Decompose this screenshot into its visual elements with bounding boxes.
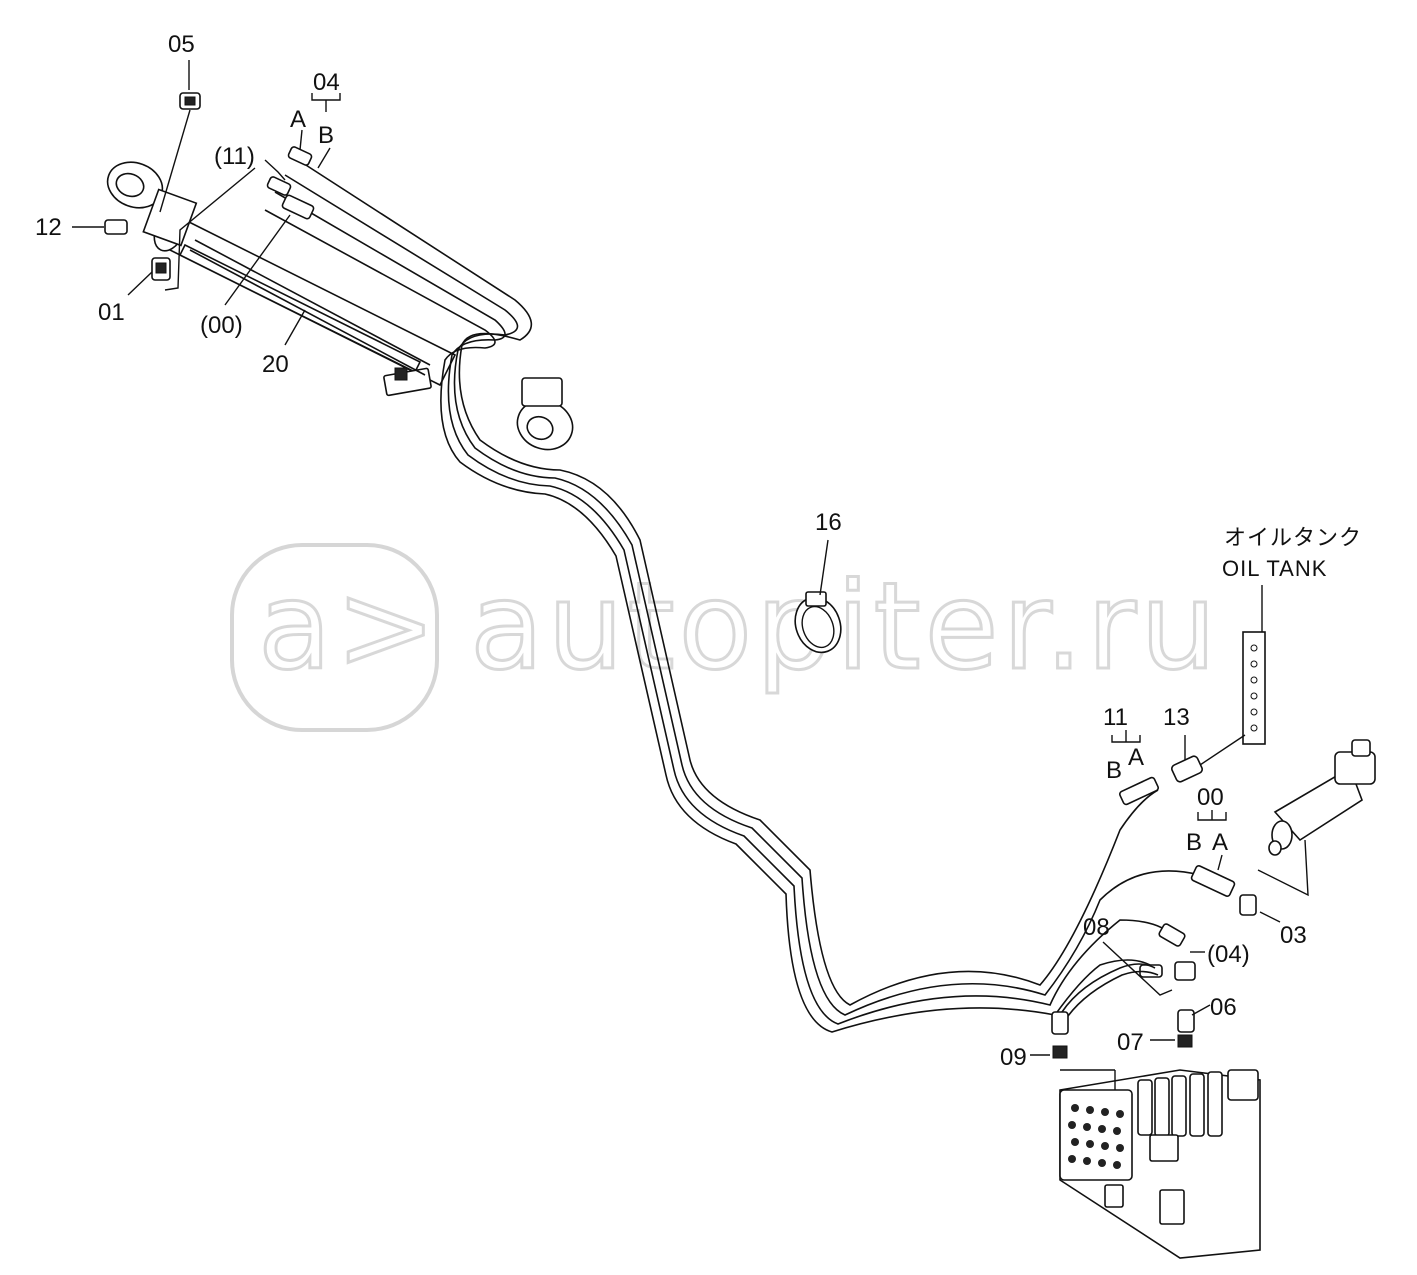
watermark-logo-frame [230, 543, 439, 732]
callout-13: 13 [1163, 704, 1190, 731]
callout-04-ref: (04) [1207, 941, 1250, 968]
callout-00-b: B [1186, 829, 1202, 856]
watermark: a> autopiter.ru [230, 543, 1220, 732]
callout-11-a: A [1128, 744, 1144, 771]
hydraulic-cylinder [106, 161, 574, 451]
callout-11-ref: (11) [214, 143, 255, 170]
callout-20: 20 [262, 351, 289, 378]
leader-lines [72, 60, 1281, 1056]
callout-04-b: B [318, 122, 334, 149]
fitting-03 [1239, 894, 1257, 916]
callout-05: 05 [168, 31, 195, 58]
fitting-13 [1171, 755, 1203, 783]
fitting-07 [1177, 1034, 1193, 1048]
callout-11-b: B [1106, 757, 1122, 784]
callout-11: 11 [1103, 704, 1128, 731]
oil-tank-bracket [1199, 585, 1266, 766]
callout-03: 03 [1280, 922, 1307, 949]
elbow-06 [1174, 961, 1196, 981]
callout-04: 04 [313, 69, 340, 96]
callout-16: 16 [815, 509, 842, 536]
fitting-12 [104, 219, 128, 235]
control-valve [1059, 1069, 1261, 1259]
oil-tank-label-jp: オイルタンク [1224, 525, 1362, 550]
callout-00-a: A [1212, 829, 1228, 856]
watermark-logo-glyph: a> [258, 558, 440, 697]
callout-09: 09 [1000, 1044, 1027, 1071]
fitting-09 [1052, 1045, 1068, 1059]
callout-07: 07 [1117, 1029, 1144, 1056]
callout-12: 12 [35, 214, 62, 241]
oil-tank-label-en: OIL TANK [1222, 556, 1327, 581]
callout-04-a: A [290, 106, 306, 133]
cylinder-fittings [104, 92, 315, 281]
callout-00: 00 [1197, 784, 1224, 811]
callouts: 05 04 A B (11) 12 01 (00) 20 16 11 B A 1… [35, 31, 1362, 1071]
callout-01: 01 [98, 299, 125, 326]
callout-08: 08 [1083, 914, 1110, 941]
boom-pipe [1257, 739, 1376, 897]
callout-06: 06 [1210, 994, 1237, 1021]
callout-00-ref: (00) [200, 312, 243, 339]
watermark-text: autopiter.ru [470, 558, 1220, 697]
hose-clamp-16 [794, 591, 842, 654]
oil-tank-plate [1242, 631, 1266, 745]
lower-fittings [1051, 755, 1257, 1059]
